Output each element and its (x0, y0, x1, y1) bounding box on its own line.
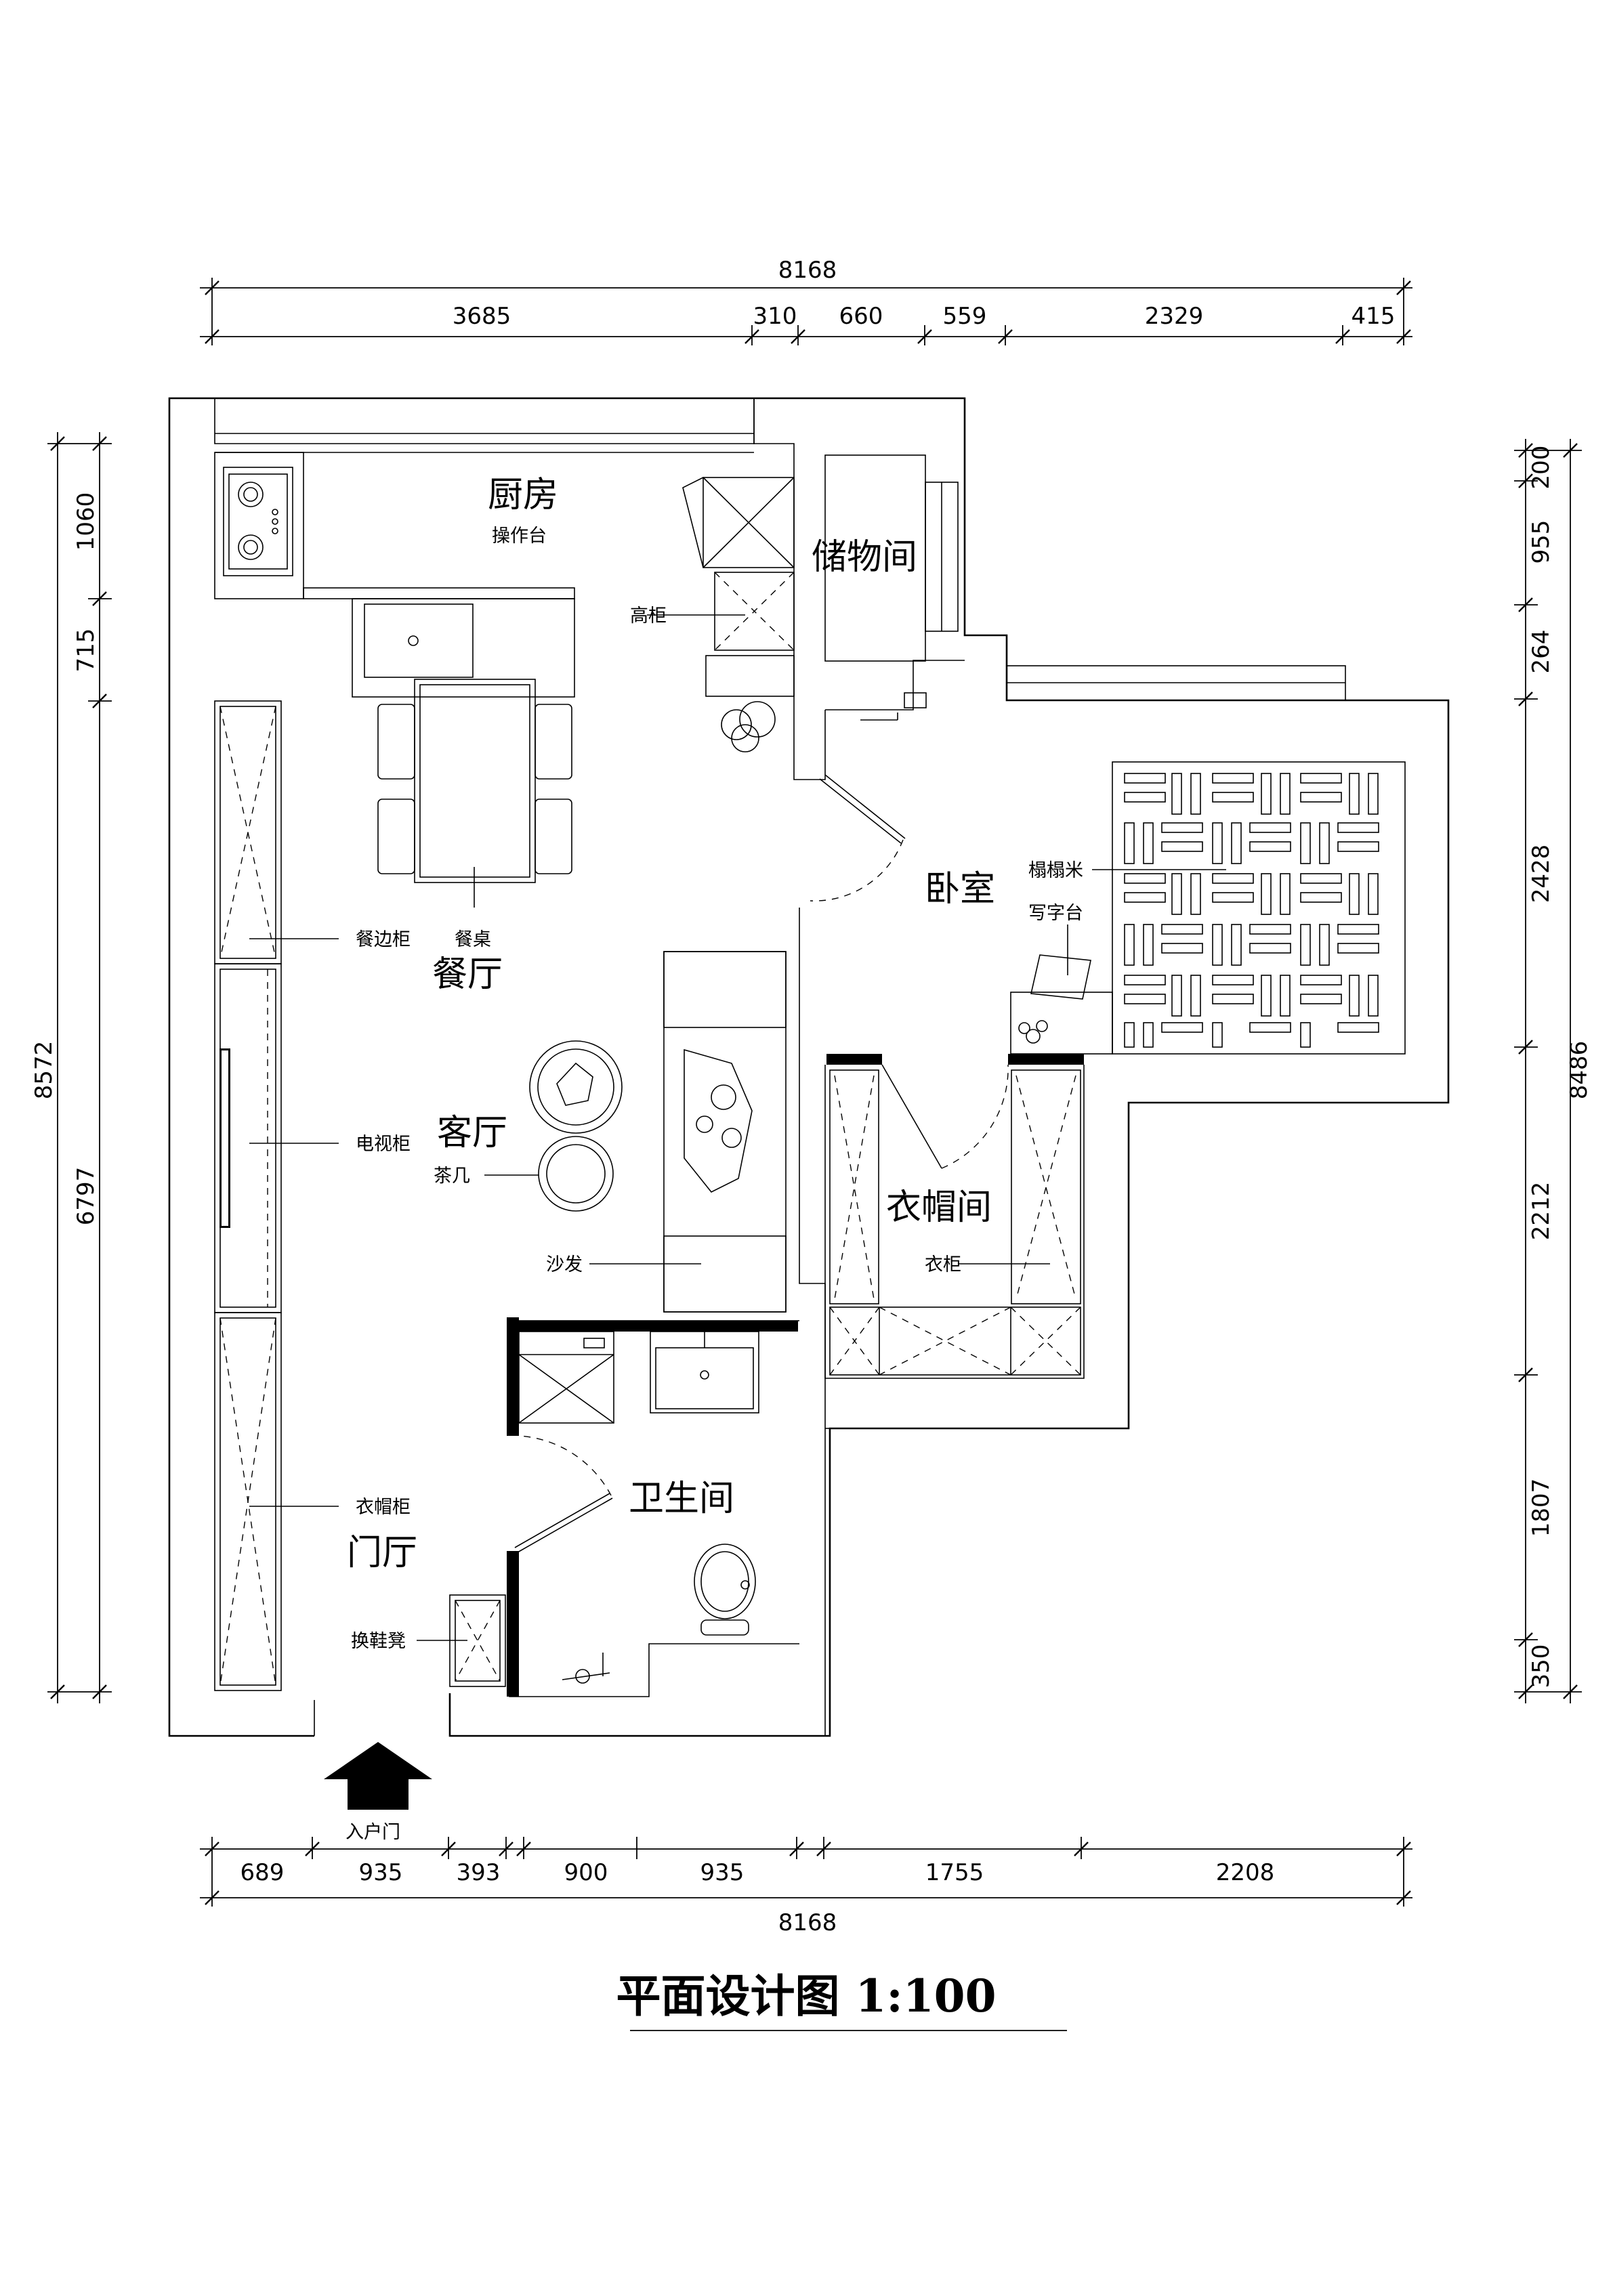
bottom-dim-4: 900 (564, 1859, 608, 1886)
drawing-title: 平面设计图 1:100 (616, 1970, 996, 2022)
desk (1010, 954, 1113, 1055)
left-total-dim: 8572 (30, 1041, 58, 1100)
wash-basin (650, 1331, 759, 1413)
dining-table (377, 679, 572, 883)
washing-machine (518, 1331, 614, 1424)
top-dim-5: 2329 (1145, 303, 1204, 330)
kitchen-counter (214, 452, 575, 698)
entrance-arrow-icon (324, 1742, 432, 1810)
label-sideboard: 餐边柜 (356, 929, 411, 950)
label-tatami: 榻榻米 (1028, 860, 1083, 881)
bedroom-door (810, 774, 906, 901)
bottom-dim-3: 393 (457, 1859, 501, 1886)
room-kitchen: 厨房 (488, 475, 558, 515)
leader-lines (249, 614, 1226, 1641)
tea-table (529, 1040, 623, 1212)
label-tv-cabinet: 电视柜 (356, 1134, 411, 1155)
label-dining-table: 餐桌 (455, 929, 491, 950)
wardrobe-right (1011, 1069, 1081, 1304)
room-storage: 储物间 (812, 537, 917, 578)
sofa (663, 951, 787, 1313)
room-bedroom: 卧室 (925, 869, 995, 910)
wardrobe-bottom (829, 1306, 1081, 1376)
label-coat-cabinet: 衣帽柜 (356, 1497, 411, 1518)
sideboard (214, 700, 282, 964)
tatami (1112, 761, 1406, 1055)
shower-icon (562, 1653, 610, 1684)
bottom-total-dim: 8168 (778, 1909, 837, 1936)
top-total-dim: 8168 (778, 257, 837, 284)
exterior-walls (168, 397, 1450, 1737)
label-sofa: 沙发 (546, 1254, 583, 1275)
bathroom-door (514, 1435, 613, 1553)
label-entrance: 入户门 (345, 1822, 400, 1843)
cloakroom-door (881, 1064, 1009, 1169)
tall-cabinet (682, 477, 795, 651)
label-wardrobe: 衣柜 (925, 1254, 961, 1275)
right-dim-7: 350 (1528, 1644, 1555, 1688)
left-dim-2: 715 (72, 629, 100, 673)
right-dimension-chain: 200 955 264 2428 2212 1807 350 8486 (1514, 439, 1593, 1703)
bottom-dim-7: 2208 (1216, 1859, 1275, 1886)
right-dim-1: 200 (1528, 446, 1555, 490)
top-dim-4: 559 (943, 303, 987, 330)
label-desk: 写字台 (1028, 903, 1083, 924)
right-dim-5: 2212 (1528, 1182, 1555, 1241)
room-foyer: 门厅 (347, 1533, 417, 1573)
label-tall-cabinet: 高柜 (630, 605, 667, 626)
wardrobe-left (829, 1069, 879, 1304)
top-dim-3: 660 (839, 303, 883, 330)
room-dining: 餐厅 (432, 954, 503, 995)
bottom-dim-5: 935 (700, 1859, 745, 1886)
left-dim-3: 6797 (72, 1167, 100, 1226)
label-counter: 操作台 (492, 526, 547, 547)
top-dimension-chain: 8168 3685 310 660 559 2329 415 (200, 257, 1412, 345)
room-living: 客厅 (437, 1113, 507, 1153)
top-dim-2: 310 (753, 303, 797, 330)
plant-icon (721, 701, 776, 752)
right-dim-6: 1807 (1528, 1479, 1555, 1537)
label-shoe-bench: 换鞋凳 (351, 1631, 406, 1652)
right-dim-4: 2428 (1528, 845, 1555, 903)
bottom-dim-1: 689 (240, 1859, 285, 1886)
left-dimension-chain: 8572 1060 715 6797 (30, 432, 112, 1703)
right-total-dim: 8486 (1566, 1041, 1593, 1100)
room-bathroom: 卫生间 (629, 1479, 734, 1519)
bottom-dimension-chain: 689 935 393 900 935 1755 2208 8168 (200, 1837, 1412, 1936)
top-dim-1: 3685 (453, 303, 511, 330)
right-dim-3: 264 (1528, 630, 1555, 674)
bottom-dim-2: 935 (359, 1859, 403, 1886)
label-tea-table: 茶几 (434, 1166, 470, 1187)
interior-walls (507, 398, 1085, 1736)
room-cloakroom: 衣帽间 (886, 1187, 992, 1228)
gas-stove-icon (223, 467, 293, 576)
toilet-icon (694, 1544, 756, 1636)
tv-cabinet (214, 963, 282, 1313)
left-dim-1: 1060 (72, 492, 100, 551)
coat-cabinet (214, 1312, 282, 1691)
bottom-dim-6: 1755 (925, 1859, 984, 1886)
top-dim-6: 415 (1352, 303, 1396, 330)
kitchen-sink (364, 603, 474, 678)
right-dim-2: 955 (1528, 520, 1555, 564)
up-arrow-icon (860, 692, 927, 721)
